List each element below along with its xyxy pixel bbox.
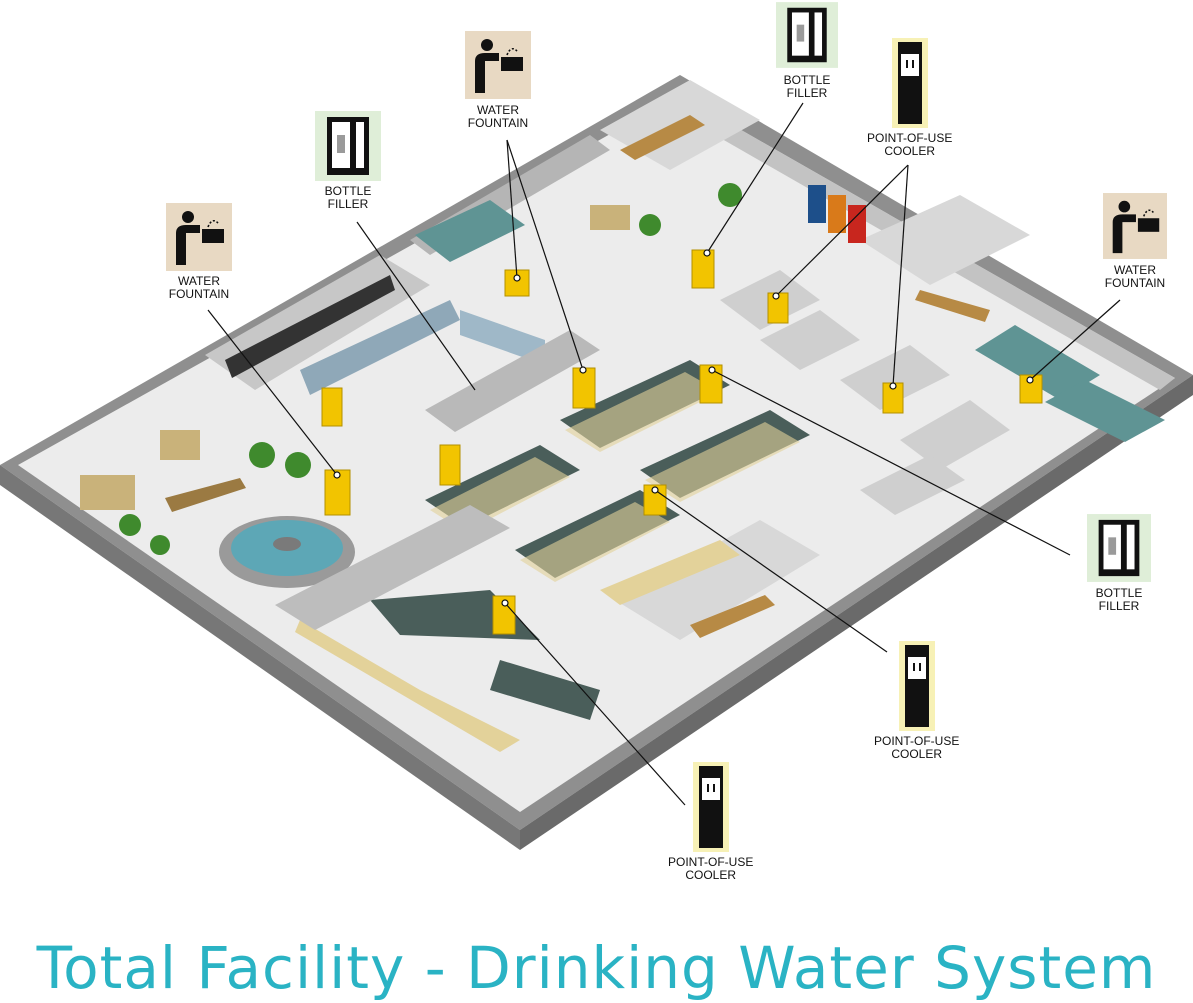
fixture-cooler-office-1 <box>767 292 789 324</box>
callout-label: WATER FOUNTAIN <box>168 274 230 301</box>
conference-room-east <box>860 195 1030 285</box>
callout-label: WATER FOUNTAIN <box>1104 263 1166 290</box>
restroom-east-2 <box>1045 380 1165 442</box>
restroom-north <box>415 200 525 262</box>
callout-label: POINT-OF-USE COOLER <box>867 131 953 158</box>
salad-bar <box>460 310 545 365</box>
conference-room-south <box>615 520 820 640</box>
callout-label: POINT-OF-USE COOLER <box>874 734 960 761</box>
conference-table-north <box>620 115 705 160</box>
reception-desk <box>165 478 246 512</box>
cooler-icon <box>891 38 928 128</box>
serving-line <box>300 300 460 395</box>
callout-label: POINT-OF-USE COOLER <box>668 855 754 882</box>
kitchen-counter <box>225 275 395 378</box>
building-base-left <box>0 465 520 850</box>
fixture-filler-cafe <box>321 387 343 427</box>
callout-bottle-filler-right: BOTTLE FILLER <box>1087 513 1151 613</box>
callout-water-fountain-left: WATER FOUNTAIN <box>166 203 232 301</box>
south-wall <box>275 505 510 630</box>
water-fountain-icon <box>1103 193 1167 259</box>
vending-machines <box>808 185 866 243</box>
bottle-filler-icon <box>1087 514 1151 582</box>
office-3 <box>840 345 950 410</box>
callout-bottle-filler-left: BOTTLE FILLER <box>315 111 381 211</box>
callout-water-fountain-top: WATER FOUNTAIN <box>465 30 531 130</box>
center-wall <box>425 330 600 432</box>
callout-label: WATER FOUNTAIN <box>467 103 529 130</box>
callout-cooler-middle: POINT-OF-USE COOLER <box>874 641 959 761</box>
page-title: Total Facility - Drinking Water System <box>36 934 1157 1002</box>
conference-table-east <box>915 290 990 322</box>
restroom-east-1 <box>975 325 1100 400</box>
callout-label: BOTTLE FILLER <box>324 184 372 211</box>
water-fountain-icon <box>166 203 232 271</box>
fixture-filler-east <box>699 364 723 404</box>
fixture-cooler-center <box>643 484 667 516</box>
callout-cooler-top: POINT-OF-USE COOLER <box>867 38 952 158</box>
fixture-fountain-east <box>1019 374 1043 404</box>
cubicles-center <box>425 360 810 605</box>
fixture-fountain-center <box>572 367 596 409</box>
office-2 <box>760 310 860 370</box>
cooler-icon <box>692 762 729 852</box>
bottle-filler-icon <box>776 2 838 68</box>
callout-label: BOTTLE FILLER <box>1095 586 1143 613</box>
callout-bottle-filler-top: BOTTLE FILLER <box>776 0 838 100</box>
callout-water-fountain-right: WATER FOUNTAIN <box>1103 192 1167 290</box>
cooler-icon <box>898 641 935 731</box>
plants <box>119 183 742 555</box>
callout-cooler-bottom: POINT-OF-USE COOLER <box>668 762 753 882</box>
callout-anchor-dots <box>333 249 1034 607</box>
fixture-filler-north <box>691 249 715 289</box>
office-4 <box>900 400 1010 470</box>
office-5 <box>860 455 965 515</box>
conference-table-south <box>690 595 775 638</box>
bottle-filler-icon <box>315 111 381 181</box>
water-fountain-icon <box>465 31 531 99</box>
callout-leader-lines <box>207 102 1121 806</box>
building-base-right <box>520 375 1193 850</box>
lounge-seating <box>80 205 630 510</box>
callout-label: BOTTLE FILLER <box>783 73 831 100</box>
